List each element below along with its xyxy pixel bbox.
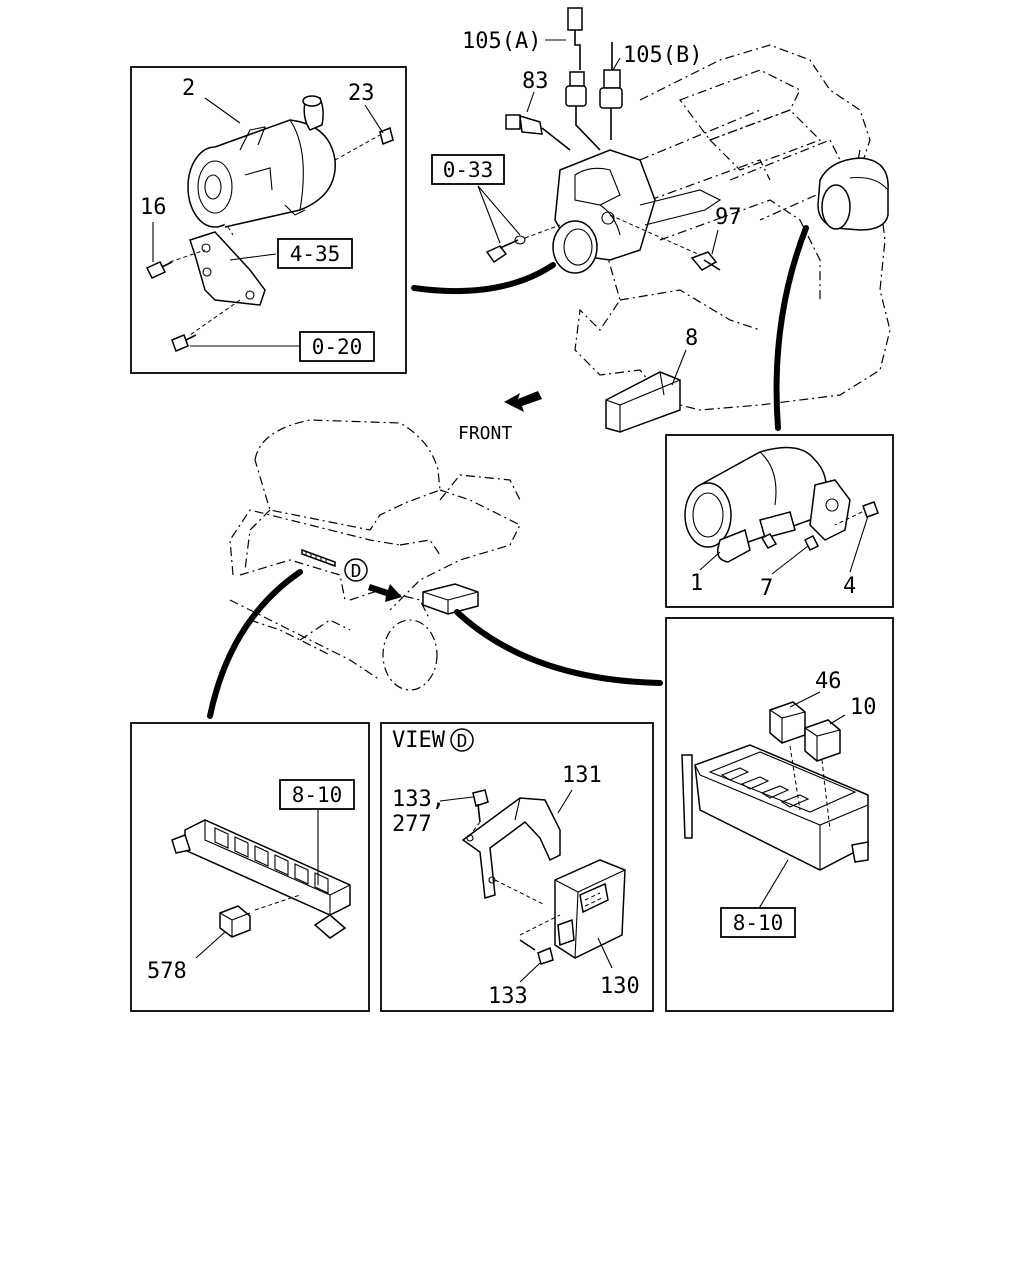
part-133-label: 133: [488, 984, 528, 1009]
part-4-label: 4: [843, 574, 856, 599]
ref-box-8-10-right: [720, 907, 796, 938]
part-1-label: 1: [690, 571, 703, 596]
d-view-marker: D: [351, 561, 362, 582]
part-83-label: 83: [522, 69, 549, 94]
part-105b-label: 105(B): [623, 43, 702, 68]
sensor-105a: [565, 7, 601, 151]
front-label: FRONT: [458, 423, 512, 444]
ref-0-20-label: 0-20: [312, 335, 363, 359]
part-2-label: 2: [182, 76, 195, 101]
front-arrow-icon: [504, 391, 542, 412]
sensor-97: [690, 251, 721, 271]
ref-box-4-35: [277, 238, 353, 269]
part-7-label: 7: [760, 576, 773, 601]
part-10-label: 10: [850, 695, 877, 720]
bracket-131: [461, 797, 561, 899]
connector-starter: [773, 225, 809, 431]
leader-lines: [152, 39, 869, 983]
view-d-circle: D: [457, 731, 468, 752]
part-46-label: 46: [815, 669, 842, 694]
part-133-277-label-b: 277: [392, 812, 432, 837]
fuse-box-panel: [665, 617, 894, 1012]
part-97-label: 97: [715, 205, 742, 230]
part-133-277-label-a: 133,: [392, 787, 445, 812]
bolt-washer-0-33: [485, 224, 561, 264]
ref-box-0-33: [431, 154, 505, 185]
view-d-panel: [380, 722, 654, 1012]
alternator-panel: [130, 66, 407, 374]
relay-578: [219, 905, 251, 938]
part-130-label: 130: [600, 974, 640, 999]
part-131-label: 131: [562, 763, 602, 788]
part-578-label: 578: [147, 959, 187, 984]
starter-motor: [684, 446, 879, 563]
ref-8-10-left-label: 8-10: [292, 783, 343, 807]
ref-0-33-label: 0-33: [443, 158, 494, 182]
part-23-label: 23: [348, 81, 375, 106]
bolt-16: [145, 261, 173, 279]
bolt-133: [519, 939, 554, 965]
alternator: [187, 95, 394, 228]
connector-alternator: [411, 262, 556, 295]
relay-10: [804, 719, 841, 762]
starter-panel: [665, 434, 894, 608]
part-8-label: 8: [685, 326, 698, 351]
connector-fuse-box: [454, 609, 663, 686]
truck-outline: D: [229, 419, 521, 691]
alternator-bracket: [169, 226, 266, 336]
relay-block-panel: [130, 722, 370, 1012]
module-8: [605, 371, 681, 433]
part-16-label: 16: [140, 195, 167, 220]
relay-block: [171, 819, 351, 939]
ref-8-10-right-label: 8-10: [733, 911, 784, 935]
ref-box-8-10-left: [279, 779, 355, 810]
ref-box-0-20: [299, 331, 375, 362]
sensor-105b: [599, 42, 623, 140]
part-105a-label: 105(A): [462, 29, 541, 54]
connector-relay-block: [207, 569, 303, 719]
bolt-133-277: [467, 789, 489, 839]
fuse-box: [681, 744, 869, 871]
engine-block: [552, 44, 891, 411]
control-unit-130: [494, 859, 626, 959]
view-label: VIEW: [392, 728, 446, 753]
sensor-83: [505, 114, 571, 151]
ref-4-35-label: 4-35: [290, 242, 341, 266]
bolt-0-20: [171, 334, 197, 352]
relay-46: [769, 701, 806, 744]
